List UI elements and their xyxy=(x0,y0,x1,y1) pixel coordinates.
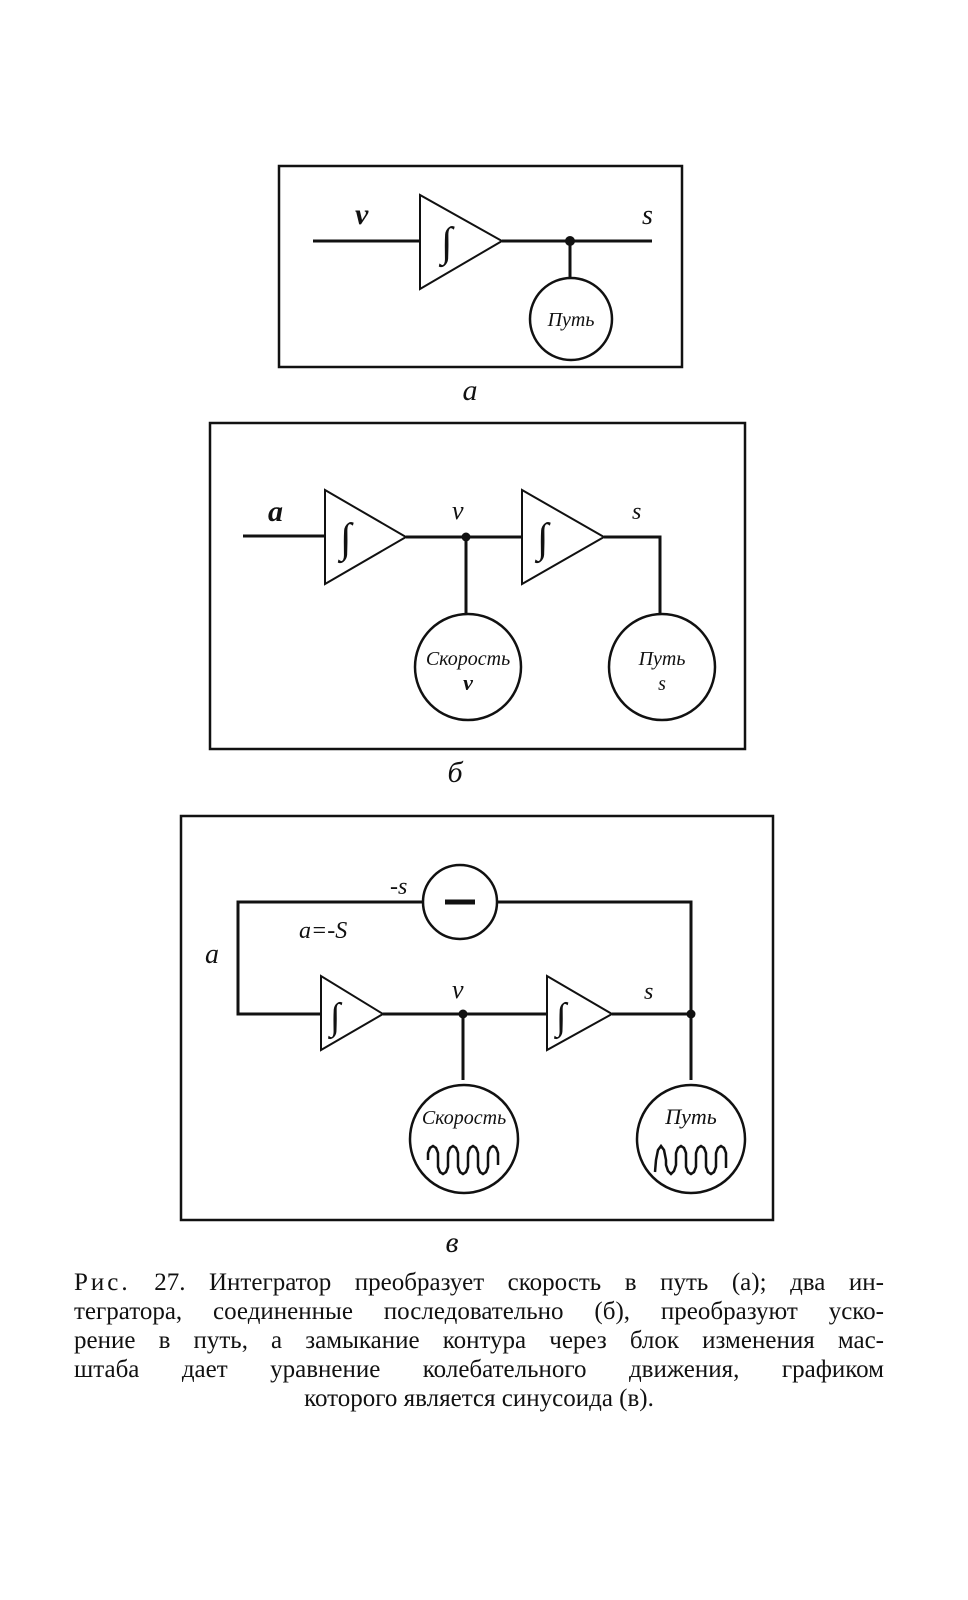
panel-a-integrator xyxy=(419,193,505,291)
panel-c-meter1-sine-trace xyxy=(426,1144,500,1176)
panel-a-sublabel: а xyxy=(463,374,478,407)
panel-c-middle-label: v xyxy=(452,975,464,1004)
panel-a: ∫ Путь v s а xyxy=(277,164,684,407)
panel-b-input-label: a xyxy=(268,495,283,528)
panel-b-meter1-line1: Скорость xyxy=(426,648,510,670)
panel-b-path-meter xyxy=(607,612,717,722)
caption-line-3: рение в путь, а замыкание контура через … xyxy=(74,1327,884,1354)
panel-c-integrator-1 xyxy=(320,974,385,1052)
panel-c-equation-label: a=-S xyxy=(299,918,347,944)
panel-a-integral-sign: ∫ xyxy=(438,220,455,268)
figure-caption: Рис. 27. Интегратор преобразует скорость… xyxy=(74,1268,884,1413)
caption-line-2: тегратора, соединенные последовательно (… xyxy=(74,1298,884,1325)
caption-line-1-text: 27. Интегратор преобразует скорость в пу… xyxy=(154,1269,884,1296)
panel-c-feedback-right-wire xyxy=(497,900,693,1014)
panel-c-integral-sign-1: ∫ xyxy=(328,996,343,1040)
panel-a-frame xyxy=(277,164,684,369)
panel-b-frame xyxy=(208,421,747,751)
panel-b: ∫ ∫ Скорость v Путь s a v s б xyxy=(208,421,747,789)
panel-c-output-label: s xyxy=(644,979,653,1005)
panel-b-output-wire xyxy=(604,535,662,614)
panel-c-path-meter xyxy=(635,1083,747,1195)
panel-a-input-label: v xyxy=(355,198,369,231)
panel-a-output-label: s xyxy=(642,200,653,231)
panel-c-frame xyxy=(179,814,775,1222)
panel-c-velocity-meter xyxy=(408,1083,520,1195)
panel-b-meter2-line1: Путь xyxy=(638,648,686,670)
panel-b-middle-label: v xyxy=(452,496,464,525)
panel-c-input-label: a xyxy=(205,939,219,970)
panel-b-meter2-line2: s xyxy=(658,673,666,695)
panel-c-meter1-label: Скорость xyxy=(422,1107,506,1129)
panel-b-meter1-line2: v xyxy=(463,670,473,695)
panel-c-feedback-left-wire xyxy=(236,900,423,1016)
panel-c-integral-sign-2: ∫ xyxy=(554,996,569,1040)
panel-b-velocity-meter xyxy=(413,612,523,722)
caption-prefix: Рис. xyxy=(74,1269,131,1296)
panel-b-sublabel: б xyxy=(447,756,463,789)
panel-b-integral-sign-2: ∫ xyxy=(534,516,551,564)
panel-c-sublabel: в xyxy=(445,1226,458,1259)
panel-a-meter-label: Путь xyxy=(547,309,595,331)
panel-a-path-meter xyxy=(528,276,614,362)
panel-c-integrator-2 xyxy=(546,974,615,1052)
panel-c-meter2-sine-trace xyxy=(653,1143,728,1176)
panel-b-integral-sign-1: ∫ xyxy=(337,516,354,564)
caption-line-5: которого является синусоида (в). xyxy=(304,1385,654,1412)
panel-c-meter2-label: Путь xyxy=(664,1104,717,1129)
panel-b-integrator-2 xyxy=(521,488,607,586)
panel-c: ∫ ∫ Скорость Путь -s a=-S a v s в xyxy=(179,814,775,1259)
panel-b-output-label: s xyxy=(632,499,641,525)
caption-line-4: штаба дает уравнение колебательного движ… xyxy=(74,1356,884,1383)
panel-c-feedback-label: -s xyxy=(390,874,407,900)
caption-line-1: Рис. 27. Интегратор преобразует скорость… xyxy=(74,1268,884,1297)
panel-b-integrator-1 xyxy=(324,488,408,586)
